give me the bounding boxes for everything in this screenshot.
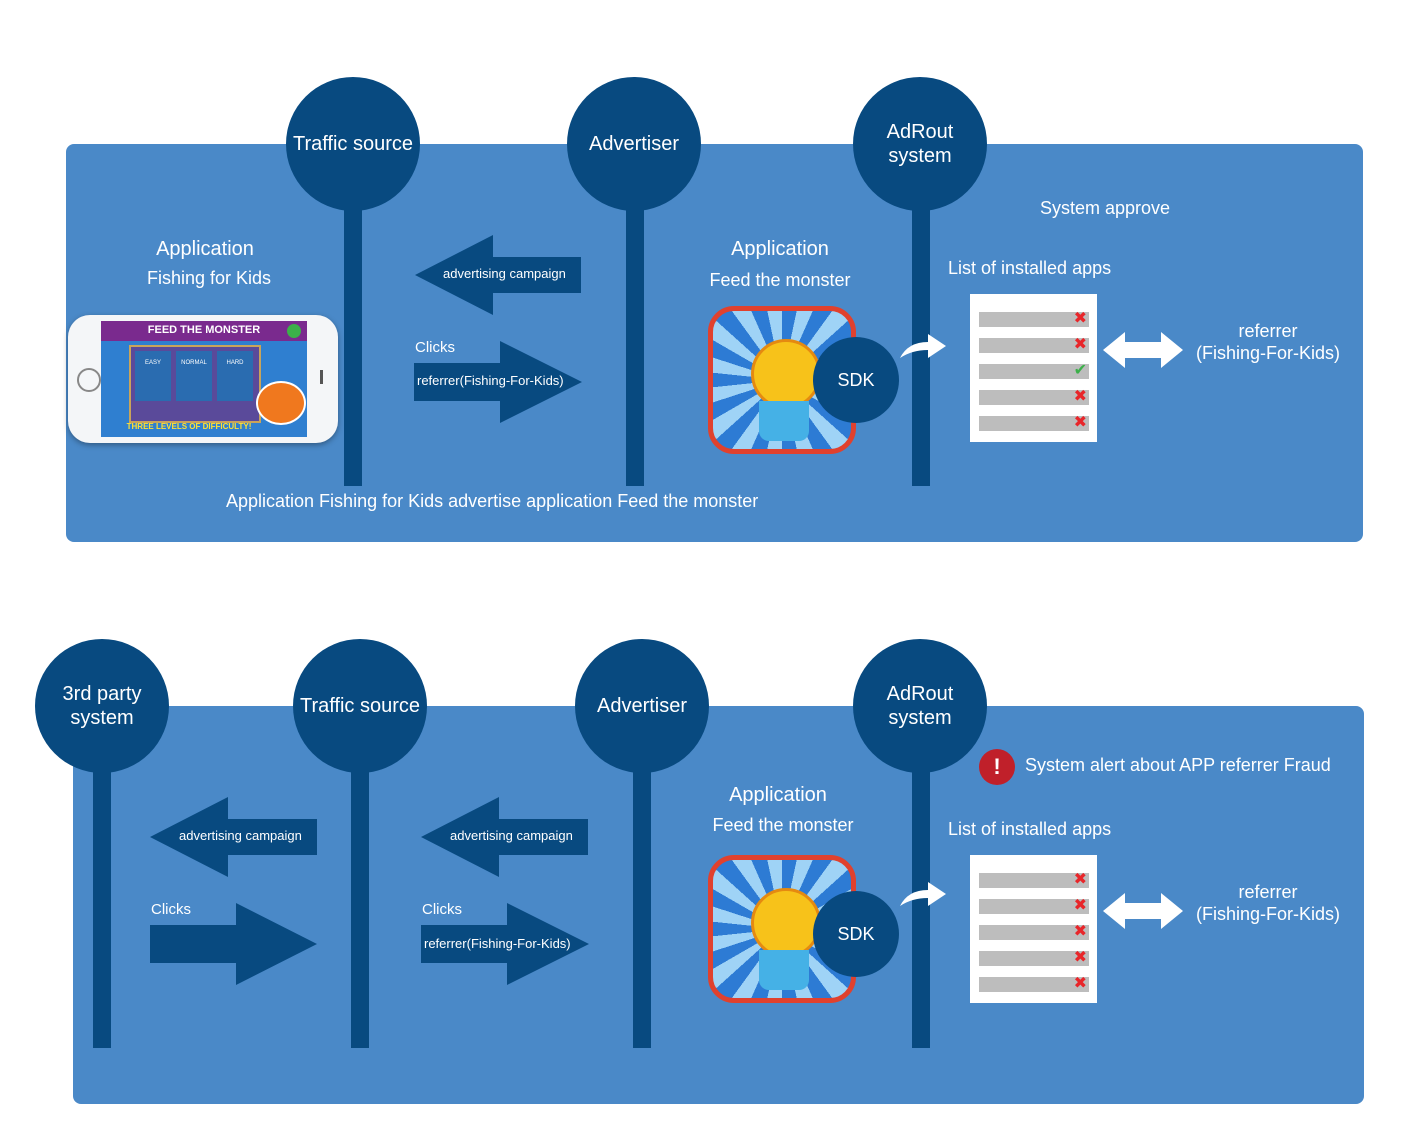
sdk-badge: SDK <box>813 337 899 423</box>
diagram-caption: Application Fishing for Kids advertise a… <box>226 491 759 511</box>
level-easy-label: EASY <box>144 360 161 366</box>
clicks-label-1: Clicks <box>151 901 191 918</box>
campaign-arrow-left <box>415 235 581 315</box>
game-header <box>101 321 307 341</box>
third-party-node: 3rd party system <box>35 639 169 773</box>
referrer-value-2: (Fishing-For-Kids) <box>1195 904 1341 924</box>
campaign-arrow-label-1: advertising campaign <box>179 828 302 843</box>
clicks-label: Clicks <box>415 339 455 356</box>
level-panel: EASY NORMAL HARD <box>129 345 261 423</box>
phone-screen: FEED THE MONSTER EASY NORMAL HARD THREE … <box>101 321 307 437</box>
installed-app-row: ✖ <box>979 975 1089 992</box>
installed-app-row: ✔ <box>979 362 1089 379</box>
advertiser-node: Advertiser <box>567 77 701 211</box>
campaign-arrow-label-2: advertising campaign <box>450 828 573 843</box>
clicks-arrow-right-1 <box>150 903 317 985</box>
fish-character <box>256 381 306 425</box>
referrer-label-2: referrer <box>1238 882 1298 902</box>
installed-apps-list-2: ✖ ✖ ✖ ✖ ✖ <box>970 855 1097 1003</box>
fraud-alert-text: System alert about APP referrer Fraud <box>1025 755 1331 775</box>
level-normal-label: NORMAL <box>181 360 207 366</box>
cross-icon: ✖ <box>1073 923 1087 940</box>
cross-icon: ✖ <box>1073 414 1087 431</box>
game-title: FEED THE MONSTER <box>147 324 261 336</box>
campaign-arrow-left-2 <box>421 797 588 877</box>
installed-apps-title-2: List of installed apps <box>948 819 1112 839</box>
referrer-value: (Fishing-For-Kids) <box>1195 343 1341 363</box>
double-arrow <box>1103 332 1183 368</box>
adrout-system-node-2: AdRout system <box>853 639 987 773</box>
referrer-arrow-right <box>414 341 582 423</box>
play-icon <box>287 324 301 338</box>
home-button <box>77 368 101 392</box>
level-normal[interactable]: NORMAL <box>176 351 212 401</box>
traffic-source-line-2 <box>351 762 369 1048</box>
advertiser-line-2 <box>633 762 651 1048</box>
referrer-arrow-right-2 <box>421 903 589 985</box>
target-app-title-2: Application <box>729 784 827 806</box>
installed-apps-title: List of installed apps <box>948 258 1112 278</box>
sdk-curved-arrow <box>900 334 946 358</box>
check-icon: ✔ <box>1073 362 1087 379</box>
traffic-source-line <box>344 200 362 486</box>
campaign-arrow-label: advertising campaign <box>443 266 566 281</box>
installed-app-row: ✖ <box>979 871 1089 888</box>
referrer-arrow-label-2: referrer(Fishing-For-Kids) <box>424 936 571 951</box>
level-easy[interactable]: EASY <box>135 351 171 401</box>
cross-icon: ✖ <box>1073 871 1087 888</box>
phone-mockup: FEED THE MONSTER EASY NORMAL HARD THREE … <box>68 315 338 443</box>
referrer-arrow-label: referrer(Fishing-For-Kids) <box>417 373 564 388</box>
traffic-source-node: Traffic source <box>286 77 420 211</box>
cross-icon: ✖ <box>1073 897 1087 914</box>
installed-app-row: ✖ <box>979 310 1089 327</box>
system-approve-status: System approve <box>1040 198 1171 218</box>
installed-app-row: ✖ <box>979 897 1089 914</box>
adrout-system-node: AdRout system <box>853 77 987 211</box>
advertiser-line <box>626 200 644 486</box>
sdk-curved-arrow-2 <box>900 882 946 906</box>
alert-icon: ! <box>979 749 1015 785</box>
phone-side-button <box>320 370 323 384</box>
installed-apps-list: ✖ ✖ ✔ ✖ ✖ <box>970 294 1097 442</box>
clicks-label-2: Clicks <box>422 901 462 918</box>
target-app-name-2: Feed the monster <box>712 815 854 835</box>
cross-icon: ✖ <box>1073 949 1087 966</box>
level-hard[interactable]: HARD <box>217 351 253 401</box>
campaign-arrow-left-1 <box>150 797 317 877</box>
advertiser-node-2: Advertiser <box>575 639 709 773</box>
sdk-badge-2: SDK <box>813 891 899 977</box>
monster-bucket <box>759 401 809 441</box>
source-app-title: Application <box>156 238 254 260</box>
cross-icon: ✖ <box>1073 975 1087 992</box>
monster-character <box>751 339 821 409</box>
installed-app-row: ✖ <box>979 414 1089 431</box>
monster-bucket-2 <box>759 950 809 990</box>
traffic-source-node-2: Traffic source <box>293 639 427 773</box>
source-app-name: Fishing for Kids <box>146 268 272 288</box>
target-app-title: Application <box>731 238 829 260</box>
third-party-line <box>93 762 111 1048</box>
game-footer: THREE LEVELS OF DIFFICULTY! <box>126 422 252 431</box>
cross-icon: ✖ <box>1073 336 1087 353</box>
installed-app-row: ✖ <box>979 388 1089 405</box>
target-app-name: Feed the monster <box>709 270 851 290</box>
referrer-label: referrer <box>1238 321 1298 341</box>
monster-character-2 <box>751 888 821 958</box>
installed-app-row: ✖ <box>979 336 1089 353</box>
installed-app-row: ✖ <box>979 923 1089 940</box>
level-hard-label: HARD <box>226 360 244 366</box>
cross-icon: ✖ <box>1073 388 1087 405</box>
cross-icon: ✖ <box>1073 310 1087 327</box>
double-arrow-2 <box>1103 893 1183 929</box>
installed-app-row: ✖ <box>979 949 1089 966</box>
adrout-line-2 <box>912 762 930 1048</box>
